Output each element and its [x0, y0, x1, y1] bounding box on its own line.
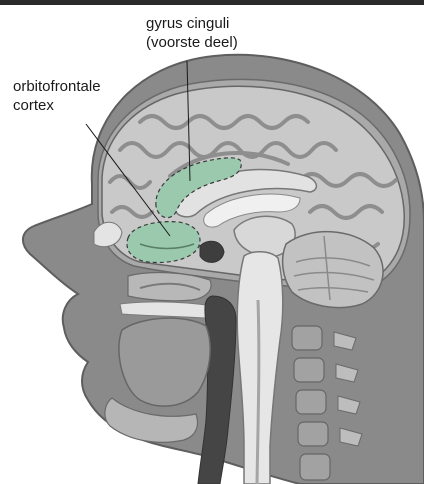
tongue: [119, 318, 210, 406]
sphenoid-sinus: [200, 241, 224, 262]
label-gyrus-cinguli-line2: (voorste deel): [146, 34, 238, 51]
cerebellum: [283, 232, 383, 308]
label-orbitofrontale-cortex-line2: cortex: [13, 97, 54, 114]
label-orbitofrontale-cortex: orbitofrontale cortex: [13, 77, 101, 115]
spinal-canal-line: [257, 300, 259, 484]
label-gyrus-cinguli-line1: gyrus cinguli: [146, 15, 229, 32]
label-gyrus-cinguli: gyrus cinguli (voorste deel): [146, 14, 238, 52]
label-orbitofrontale-cortex-line1: orbitofrontale: [13, 78, 101, 95]
nasal-cavity: [128, 273, 211, 301]
